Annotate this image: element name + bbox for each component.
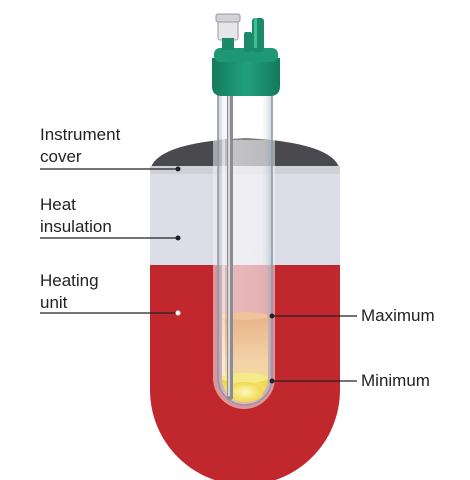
label-heat-insulation-line2: insulation — [40, 217, 112, 236]
label-minimum: Minimum — [361, 371, 430, 390]
vent-port — [252, 18, 264, 52]
label-instrument-cover-line2: cover — [40, 147, 82, 166]
label-maximum: Maximum — [361, 306, 435, 325]
vial-cap — [212, 58, 280, 96]
leader-lines — [40, 166, 357, 384]
label-heating-unit-line2: unit — [40, 293, 68, 312]
luer-fitting — [217, 19, 239, 41]
label-heating-unit-line1: Heating — [40, 271, 99, 290]
label-heat-insulation-line1: Heat — [40, 195, 76, 214]
label-instrument-cover-line1: Instrument — [40, 125, 121, 144]
